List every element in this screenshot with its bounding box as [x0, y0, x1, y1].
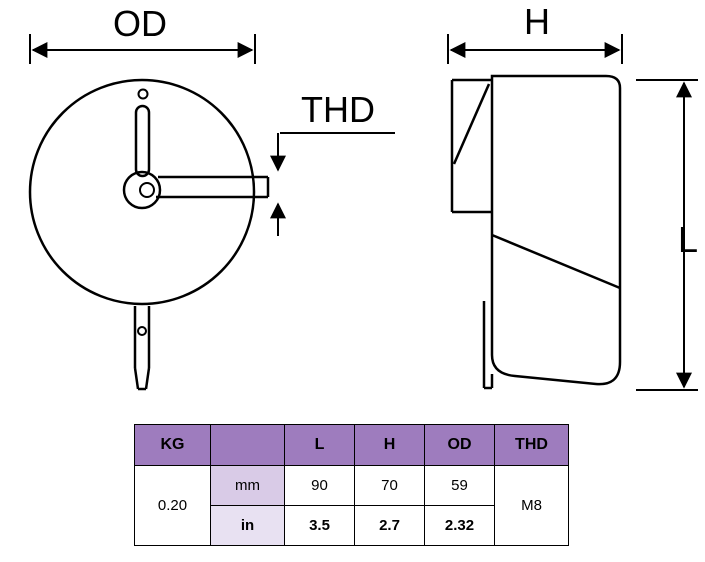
header-od: OD — [424, 424, 495, 466]
cell-l-mm: 90 — [284, 465, 355, 506]
h-dimension-label: H — [524, 1, 550, 42]
cell-h-in: 2.7 — [354, 505, 425, 546]
h-dimension — [447, 34, 623, 64]
thd-dimension-label: THD — [301, 89, 375, 130]
stem-hole — [137, 326, 147, 336]
front-view — [28, 78, 270, 391]
front-slot — [134, 104, 151, 178]
table-header-row: KG L H OD THD — [134, 424, 569, 466]
od-dimension-label: OD — [113, 3, 167, 44]
header-kg: KG — [134, 424, 211, 466]
side-view — [450, 74, 622, 390]
body-diagonal — [491, 233, 621, 290]
l-dimension — [636, 79, 698, 391]
cell-od-mm: 59 — [424, 465, 495, 506]
cell-l-in: 3.5 — [284, 505, 355, 546]
dimension-drawing: OD THD H — [28, 1, 698, 391]
front-top-hole — [137, 88, 149, 100]
table-row-in: in 3.5 2.7 2.32 — [135, 505, 569, 546]
header-l: L — [284, 424, 355, 466]
side-body-outline — [490, 74, 622, 386]
plate-diagonal — [452, 83, 491, 165]
l-dimension-label: L — [678, 219, 698, 260]
header-h: H — [354, 424, 425, 466]
thd-leaders — [270, 132, 395, 236]
cell-kg-value: 0.20 — [134, 465, 211, 546]
od-dimension — [29, 34, 256, 64]
cell-thd-value: M8 — [494, 465, 569, 546]
dimensions-table: KG L H OD THD 0.20 mm 90 70 59 M8 in 3.5… — [134, 424, 569, 546]
stem-taper-right — [144, 367, 151, 390]
cell-h-mm: 70 — [354, 465, 425, 506]
front-hub-hole — [139, 182, 155, 198]
cell-od-in: 2.32 — [424, 505, 495, 546]
stem-taper-left — [133, 367, 140, 390]
cell-unit-in: in — [210, 505, 285, 546]
table-row-mm: 0.20 mm 90 70 59 M8 — [134, 465, 569, 546]
header-thd: THD — [494, 424, 569, 466]
header-unit — [210, 424, 285, 466]
front-hub-circle — [122, 170, 162, 210]
cell-unit-mm: mm — [210, 465, 285, 506]
front-outer-circle — [28, 78, 256, 306]
